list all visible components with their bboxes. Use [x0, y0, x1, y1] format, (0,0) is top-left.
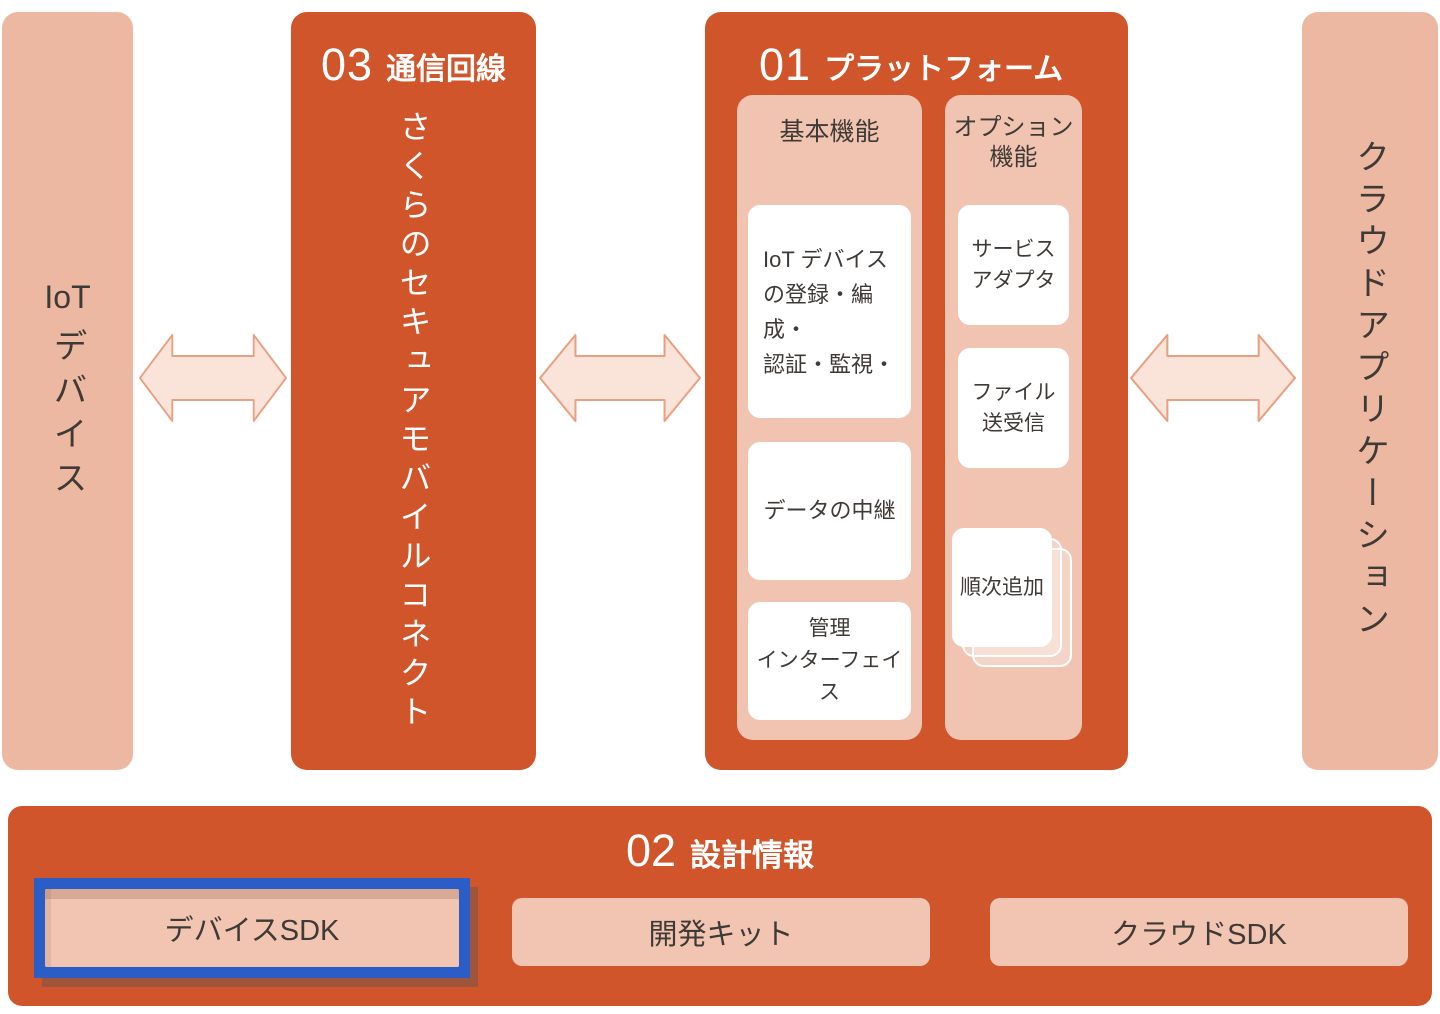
- optional-functions-header: オプション 機能: [953, 114, 1074, 171]
- communication-line-body: さくらのセキュアモバイルコネクト: [395, 110, 432, 734]
- block-cloud-application: クラウドアプリケーション: [1302, 12, 1438, 770]
- section-title: 通信回線: [386, 53, 507, 86]
- iot-device-label-prefix: IoT: [44, 278, 91, 315]
- cloud-sdk-button[interactable]: クラウドSDK: [990, 898, 1408, 966]
- section-number: 01: [759, 38, 812, 90]
- bidirectional-arrow-icon: [139, 334, 287, 422]
- feature-box-data-relay: データの中継: [748, 442, 911, 580]
- section-title: 設計情報: [690, 838, 815, 873]
- communication-line-header: 03 通信回線: [321, 40, 506, 88]
- device-sdk-highlight-box: デバイスSDK: [34, 878, 470, 978]
- feature-box-device-registration: IoT デバイス の登録・編成・ 認証・監視・: [748, 205, 911, 418]
- section-title: プラットフォーム: [824, 53, 1064, 86]
- block-design-info: 02 設計情報 デバイスSDK 開発キット クラウドSDK: [8, 806, 1432, 1006]
- block-iot-device: IoT デバイス: [2, 12, 133, 770]
- bidirectional-arrow-icon: [1130, 334, 1296, 422]
- panel-optional-functions: オプション 機能 サービス アダプタ ファイル 送受信 順次追加: [945, 95, 1082, 740]
- device-sdk-button[interactable]: デバイスSDK: [45, 889, 459, 967]
- block-communication-line: 03 通信回線 さくらのセキュアモバイルコネクト: [291, 12, 536, 770]
- block-platform: 01 プラットフォーム 基本機能 IoT デバイス の登録・編成・ 認証・監視・…: [705, 12, 1128, 770]
- feature-box-management-interface: 管理 インターフェイス: [748, 602, 911, 720]
- section-number: 03: [321, 38, 374, 90]
- bidirectional-arrow-icon: [539, 334, 701, 422]
- iot-device-label: デバイス: [48, 327, 86, 504]
- platform-header: 01 プラットフォーム: [759, 40, 1063, 88]
- feature-box-file-transfer: ファイル 送受信: [958, 348, 1069, 468]
- feature-box-stack: 順次追加: [952, 528, 1072, 667]
- panel-basic-functions: 基本機能 IoT デバイス の登録・編成・ 認証・監視・ データの中継 管理 イ…: [737, 95, 922, 740]
- section-number: 02: [625, 825, 677, 876]
- feature-box-sequential-addition: 順次追加: [952, 528, 1052, 647]
- development-kit-button[interactable]: 開発キット: [512, 898, 930, 966]
- design-info-header: 02 設計情報: [8, 826, 1432, 875]
- feature-box-service-adapter: サービス アダプタ: [958, 205, 1069, 325]
- cloud-application-label: クラウドアプリケーション: [1350, 139, 1389, 643]
- basic-functions-header: 基本機能: [779, 118, 880, 146]
